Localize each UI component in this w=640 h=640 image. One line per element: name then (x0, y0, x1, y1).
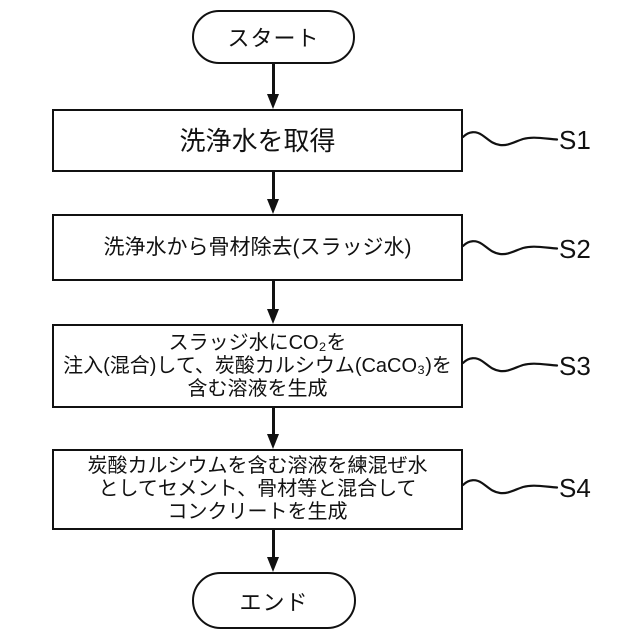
connector-squiggle-s3 (461, 357, 559, 373)
process-text-s2: 洗浄水から骨材除去(スラッジ水) (103, 235, 412, 259)
connector-squiggle-s4 (461, 479, 559, 495)
connector-squiggle-s1 (461, 131, 559, 147)
process-box-s4: 炭酸カルシウムを含む溶液を練混ぜ水 としてセメント、骨材等と混合して コンクリー… (52, 449, 463, 530)
step-label-s1: S1 (559, 125, 591, 155)
connector-squiggle-s2 (461, 240, 559, 256)
process-box-s1: 洗浄水を取得 (52, 109, 463, 172)
end-label: エンド (239, 589, 309, 615)
arrow-shaft (271, 281, 275, 312)
process-text-s1: 洗浄水を取得 (179, 125, 336, 156)
process-text-s3-line1: スラッジ水にCO₂を (168, 331, 347, 354)
end-terminal: エンド (192, 572, 356, 629)
arrow-shaft (271, 530, 275, 559)
step-label-s2: S2 (559, 234, 591, 264)
start-terminal: スタート (192, 10, 355, 64)
process-box-s2: 洗浄水から骨材除去(スラッジ水) (52, 214, 463, 281)
arrow-head-icon (266, 309, 279, 324)
process-text-s3-line3: 含む溶液を生成 (187, 377, 328, 400)
arrow-head-icon (266, 557, 279, 572)
arrow-head-icon (266, 434, 279, 449)
process-text-s3-line2: 注入(混合)して、炭酸カルシウム(CaCO₃)を (63, 354, 452, 377)
step-label-s4: S4 (559, 473, 591, 503)
process-text-s4-line2: としてセメント、骨材等と混合して (98, 478, 417, 500)
process-text-s4-line1: 炭酸カルシウムを含む溶液を練混ぜ水 (87, 455, 428, 477)
arrow-shaft (271, 172, 275, 202)
arrow-shaft (271, 64, 275, 97)
arrow-head-icon (266, 94, 279, 109)
start-label: スタート (227, 26, 320, 51)
process-box-s3: スラッジ水にCO₂を 注入(混合)して、炭酸カルシウム(CaCO₃)を 含む溶液… (52, 324, 463, 408)
process-text-s4-line3: コンクリートを生成 (167, 501, 348, 523)
step-label-s3: S3 (559, 351, 591, 381)
arrow-shaft (271, 408, 275, 437)
arrow-head-icon (266, 199, 279, 214)
